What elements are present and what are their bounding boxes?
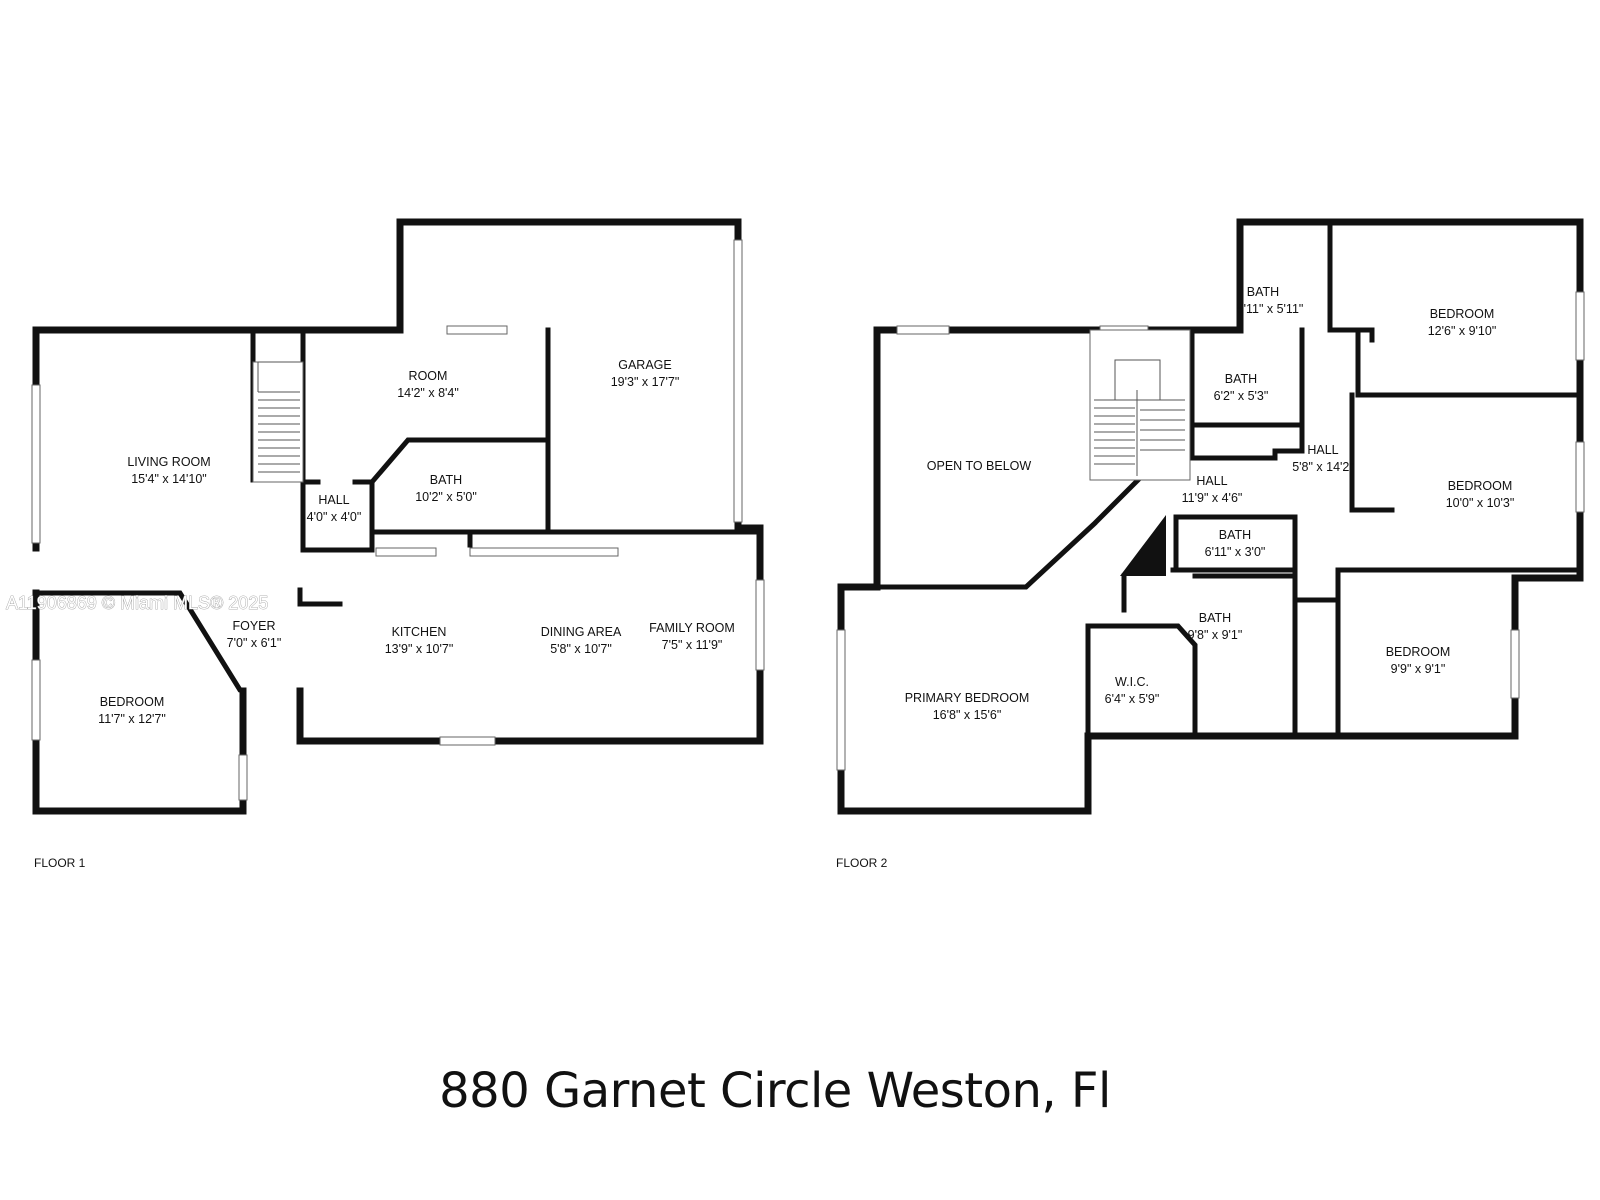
kitchen-cabinet <box>375 547 437 557</box>
bedroom-window <box>31 659 41 741</box>
room-name: BATH <box>1247 285 1279 299</box>
room-name: BATH <box>1225 372 1257 386</box>
stair-treads <box>257 361 300 473</box>
living-room-window <box>31 384 41 544</box>
floor-1-plan: LIVING ROOM 15'4" x 14'10" ROOM 14'2" x … <box>31 218 765 870</box>
room-dims: 6'4" x 5'9" <box>1105 692 1160 706</box>
room-dims: 5'11" x 5'11" <box>1237 302 1304 316</box>
room-dims: 5'8" x 14'2" <box>1292 460 1354 474</box>
mls-watermark: A11906869 © Miami MLS® 2025 <box>6 593 268 613</box>
room-name: BATH <box>1199 611 1231 625</box>
room-name: FAMILY ROOM <box>649 621 735 635</box>
room-dims: 13'9" x 10'7" <box>385 642 454 656</box>
kitchen-counter <box>469 547 619 557</box>
room-name: BEDROOM <box>1386 645 1451 659</box>
room-name: HALL <box>318 493 349 507</box>
room-dims: 11'9" x 4'6" <box>1182 491 1243 505</box>
room-name: GARAGE <box>618 358 672 372</box>
room-name: BEDROOM <box>100 695 165 709</box>
room-name: KITCHEN <box>392 625 447 639</box>
room-name: OPEN TO BELOW <box>927 459 1032 473</box>
room-dims: 6'2" x 5'3" <box>1214 389 1269 403</box>
floor-2-label: FLOOR 2 <box>836 856 888 870</box>
stair-treads <box>1094 359 1185 476</box>
open-area-window <box>896 325 950 335</box>
room-window <box>446 325 508 335</box>
primary-bedroom-window <box>836 629 846 771</box>
family-room-window <box>755 579 765 671</box>
room-name: HALL <box>1196 474 1227 488</box>
room-dims: 19'3" x 17'7" <box>611 375 680 389</box>
room-name: LIVING ROOM <box>127 455 210 469</box>
room-name: ROOM <box>409 369 448 383</box>
room-dims: 10'0" x 10'3" <box>1446 496 1515 510</box>
room-dims: 5'8" x 10'7" <box>550 642 612 656</box>
room-name: BEDROOM <box>1430 307 1495 321</box>
floor-1-labels: LIVING ROOM 15'4" x 14'10" ROOM 14'2" x … <box>98 358 735 726</box>
room-name: PRIMARY BEDROOM <box>905 691 1030 705</box>
bedroom-side-window <box>238 754 248 801</box>
room-dims: 15'4" x 14'10" <box>131 472 207 486</box>
room-name: BEDROOM <box>1448 479 1513 493</box>
staircase <box>252 361 304 483</box>
room-dims: 14'2" x 8'4" <box>397 386 459 400</box>
room-name: W.I.C. <box>1115 675 1149 689</box>
room-dims: 9'9" x 9'1" <box>1391 662 1446 676</box>
floor-1-label: FLOOR 1 <box>34 856 86 870</box>
room-dims: 7'5" x 11'9" <box>662 638 723 652</box>
kitchen-window <box>439 736 496 746</box>
room-name: DINING AREA <box>541 625 622 639</box>
room-dims: 6'11" x 3'0" <box>1205 545 1266 559</box>
bedroom-window <box>1575 291 1585 361</box>
room-dims: 4'0" x 4'0" <box>307 510 362 524</box>
staircase <box>1089 329 1191 481</box>
room-dims: 12'6" x 9'10" <box>1428 324 1497 338</box>
room-name: FOYER <box>232 619 275 633</box>
room-dims: 10'2" x 5'0" <box>415 490 477 504</box>
bedroom-window <box>1575 441 1585 513</box>
floor-2-labels: BATH 5'11" x 5'11" BEDROOM 12'6" x 9'10"… <box>905 285 1515 722</box>
floor-2-plan: BATH 5'11" x 5'11" BEDROOM 12'6" x 9'10"… <box>836 218 1585 870</box>
room-dims: 9'8" x 9'1" <box>1188 628 1243 642</box>
garage-door <box>733 239 743 523</box>
room-dims: 11'7" x 12'7" <box>98 712 166 726</box>
room-dims: 16'8" x 15'6" <box>933 708 1002 722</box>
room-name: HALL <box>1307 443 1338 457</box>
room-name: BATH <box>1219 528 1251 542</box>
bedroom-window <box>1510 629 1520 699</box>
room-name: BATH <box>430 473 462 487</box>
property-address: 880 Garnet Circle Weston, Fl <box>439 1063 1111 1119</box>
stair-closet <box>1120 515 1166 576</box>
floor-2-interior-walls <box>874 219 1583 739</box>
room-dims: 7'0" x 6'1" <box>227 636 282 650</box>
